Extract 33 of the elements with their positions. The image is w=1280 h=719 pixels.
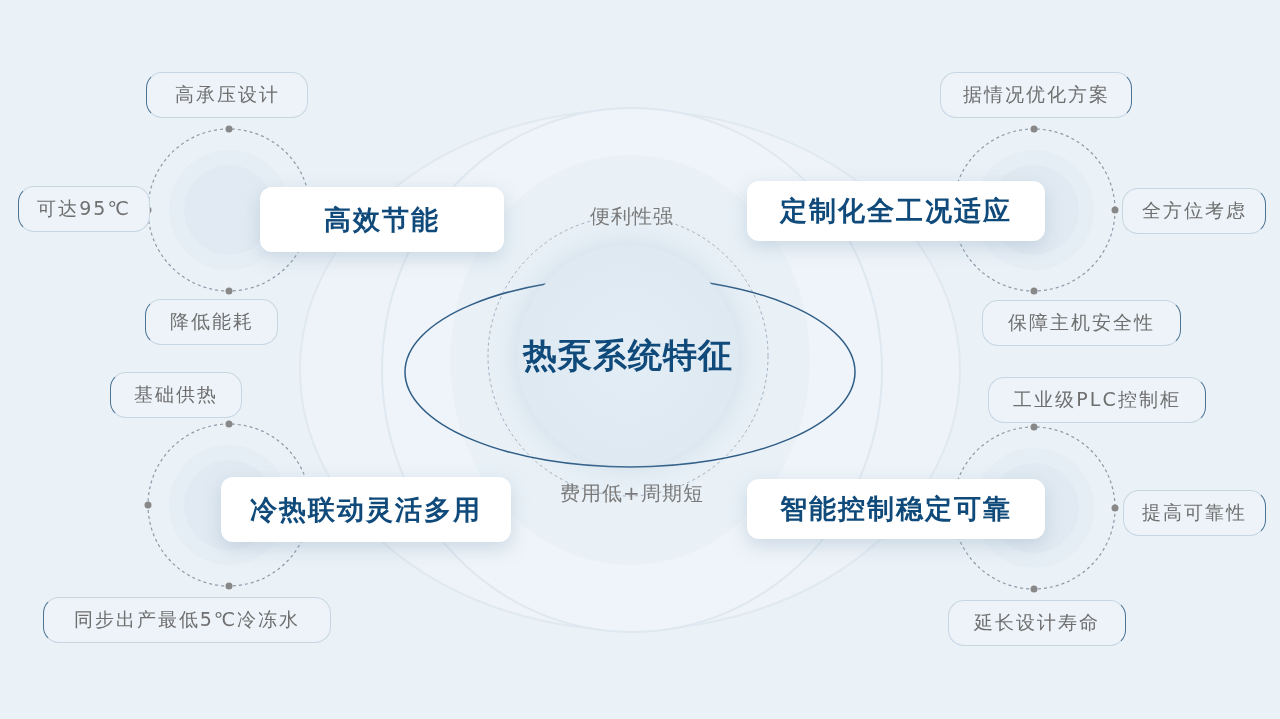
benefit-label: 便利性强 — [590, 203, 674, 230]
feature-point: 基础供热 — [134, 382, 218, 407]
tag-pill — [145, 299, 278, 345]
benefit-label: 费用低+周期短 — [560, 480, 704, 507]
feature-point: 全方位考虑 — [1141, 198, 1247, 223]
tag-pill — [988, 377, 1206, 423]
tag-pill — [1122, 188, 1266, 234]
feature-card — [260, 187, 504, 252]
tag-pill — [948, 600, 1126, 646]
feature-point: 高承压设计 — [174, 82, 280, 107]
feature-point: 提高可靠性 — [1142, 500, 1247, 525]
tag-pill — [18, 186, 150, 232]
feature-card — [221, 477, 511, 542]
feature-point: 延长设计寿命 — [974, 610, 1100, 635]
feature-card — [747, 181, 1045, 241]
tag-pill — [982, 300, 1181, 346]
tag-pill — [1123, 490, 1266, 536]
feature-title: 高效节能 — [324, 202, 440, 237]
feature-point: 据情况优化方案 — [962, 82, 1110, 107]
tag-pill — [43, 597, 331, 643]
feature-point: 保障主机安全性 — [1008, 310, 1155, 335]
tag-pill — [110, 372, 242, 418]
feature-title: 冷热联动灵活多用 — [250, 492, 482, 527]
feature-title: 定制化全工况适应 — [780, 194, 1012, 228]
feature-point: 工业级PLC控制柜 — [1013, 387, 1181, 412]
feature-point: 降低能耗 — [169, 309, 254, 334]
feature-point: 可达95℃ — [37, 196, 131, 221]
tag-pill — [146, 72, 308, 118]
tag-pill — [940, 72, 1132, 118]
center-title: 热泵系统特征 — [523, 334, 733, 377]
feature-title: 智能控制稳定可靠 — [780, 492, 1012, 526]
feature-point: 同步出产最低5℃冷冻水 — [73, 607, 301, 632]
feature-card — [747, 479, 1045, 539]
